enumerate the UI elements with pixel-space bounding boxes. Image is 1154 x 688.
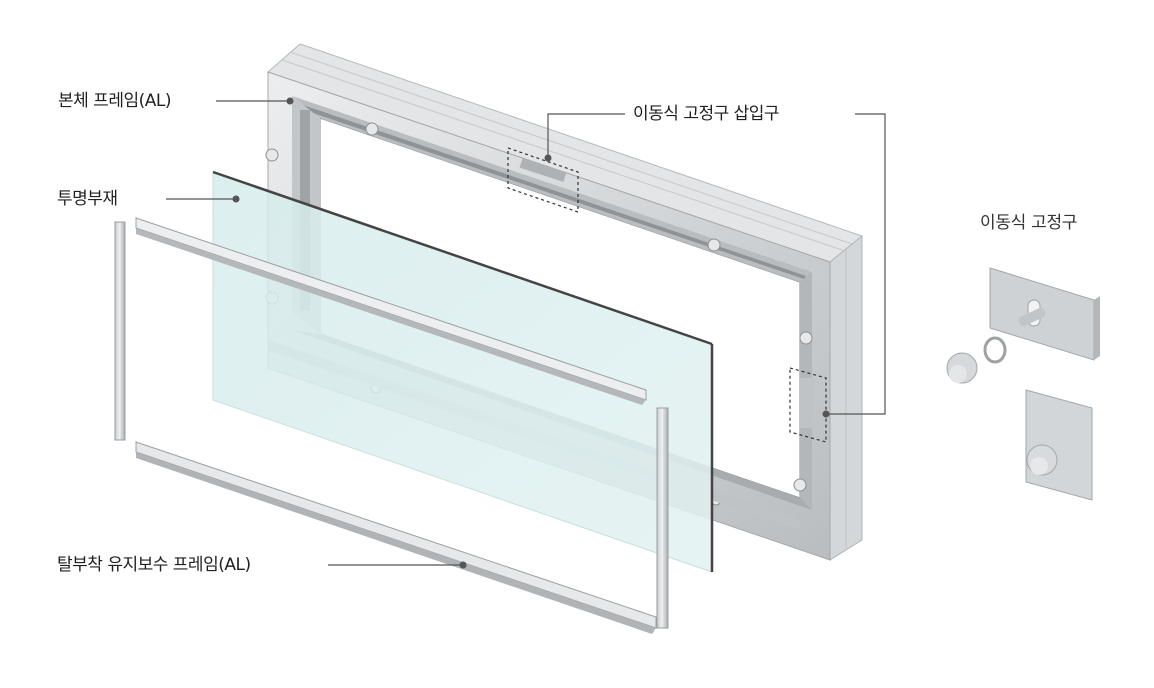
removable-frame (114, 217, 669, 634)
leader-lines (166, 100, 886, 566)
leader-dots (232, 97, 830, 569)
label-removable-frame: 탈부착 유지보수 프레임(AL) (57, 555, 251, 575)
transparent-member (212, 170, 714, 573)
label-movable-fixture: 이동식 고정구 (980, 213, 1078, 233)
fixture-slot-highlight-right (789, 367, 827, 443)
label-transparent-member: 투명부재 (57, 189, 118, 209)
label-body-frame: 본체 프레임(AL) (58, 91, 171, 111)
movable-fixture (946, 267, 1100, 501)
fixture-slot-highlight-top (507, 147, 579, 213)
label-fixture-slot: 이동식 고정구 삽입구 (633, 104, 780, 124)
